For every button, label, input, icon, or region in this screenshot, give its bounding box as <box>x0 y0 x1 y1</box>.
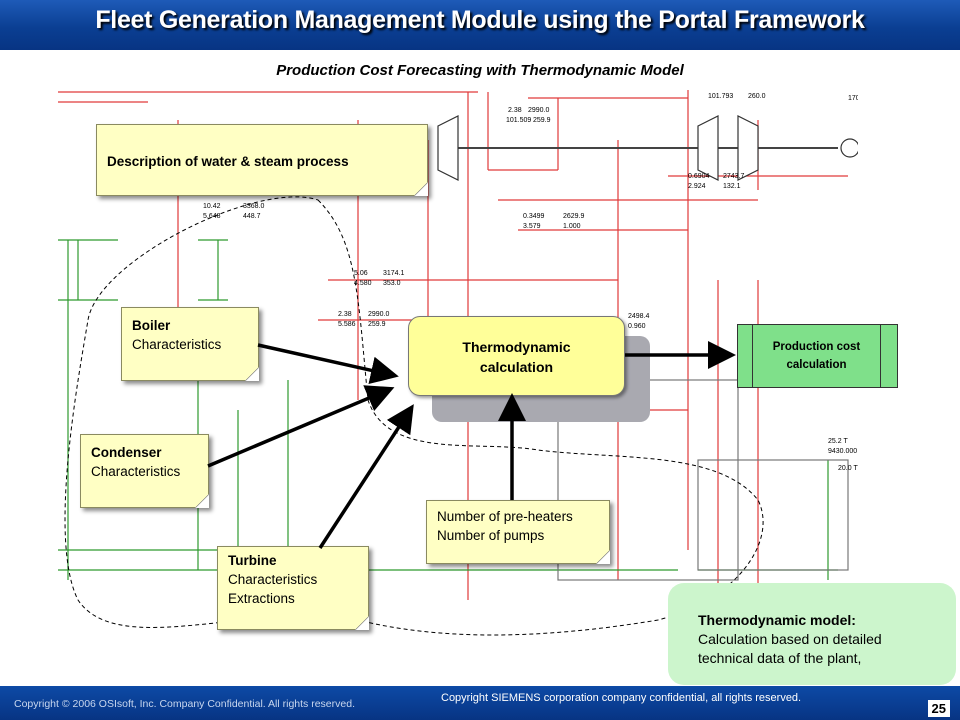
title-bar: Fleet Generation Management Module using… <box>0 0 960 50</box>
svg-text:2.38: 2.38 <box>338 311 352 318</box>
thermo-line1: Thermodynamic <box>462 339 571 355</box>
footer-bar: Copyright © 2006 OSIsoft, Inc. Company C… <box>0 686 960 720</box>
svg-text:3368.0: 3368.0 <box>243 203 265 210</box>
svg-text:259.9: 259.9 <box>533 117 551 124</box>
slide-title: Fleet Generation Management Module using… <box>95 6 865 34</box>
svg-text:132.1: 132.1 <box>723 183 741 190</box>
svg-text:260.0: 260.0 <box>748 93 766 100</box>
svg-text:101.793: 101.793 <box>708 93 733 100</box>
model-heading: Thermodynamic model: <box>698 612 856 628</box>
turbine-line2: Extractions <box>228 591 295 606</box>
water-steam-callout: Description of water & steam process <box>96 124 428 196</box>
boiler-text: Characteristics <box>132 337 222 352</box>
svg-text:3174.1: 3174.1 <box>383 270 405 277</box>
svg-text:0.960: 0.960 <box>628 323 646 330</box>
svg-text:170.620 MW: 170.620 MW <box>848 95 858 102</box>
svg-text:0.6904: 0.6904 <box>688 173 710 180</box>
svg-text:2990.0: 2990.0 <box>368 311 390 318</box>
prodcost-line1: Production cost <box>772 341 861 353</box>
svg-text:10.42: 10.42 <box>203 203 221 210</box>
svg-text:259.9: 259.9 <box>368 321 386 328</box>
svg-text:0.3499: 0.3499 <box>523 213 545 220</box>
condenser-text: Characteristics <box>91 464 181 479</box>
svg-text:3.579: 3.579 <box>523 223 541 230</box>
model-line2: technical data of the plant, <box>698 650 862 666</box>
footer-copyright-osisoft: Copyright © 2006 OSIsoft, Inc. Company C… <box>14 698 355 710</box>
svg-text:5.586: 5.586 <box>338 321 356 328</box>
slide-subtitle: Production Cost Forecasting with Thermod… <box>276 62 684 79</box>
svg-text:1.000: 1.000 <box>563 223 581 230</box>
turbine-line1: Characteristics <box>228 572 318 587</box>
svg-text:448.7: 448.7 <box>243 213 261 220</box>
svg-text:2629.9: 2629.9 <box>563 213 585 220</box>
footer-copyright-siemens: Copyright SIEMENS corporation company co… <box>441 692 802 704</box>
svg-text:25.2 T: 25.2 T <box>828 438 848 445</box>
turbine-callout: Turbine Characteristics Extractions <box>217 546 369 630</box>
turbine-arrow <box>318 404 414 549</box>
turbine-title: Turbine <box>228 553 277 568</box>
svg-text:2498.4: 2498.4 <box>628 313 650 320</box>
svg-text:2743.7: 2743.7 <box>723 173 745 180</box>
condenser-arrow <box>207 385 395 468</box>
preheaters-text: Number of pre-heaters <box>437 509 573 524</box>
svg-text:5.648: 5.648 <box>203 213 221 220</box>
svg-text:2.38: 2.38 <box>508 107 522 114</box>
prodcost-line2: calculation <box>786 359 847 371</box>
svg-text:353.0: 353.0 <box>383 280 401 287</box>
svg-text:4.580: 4.580 <box>354 280 372 287</box>
production-cost-inner: Production cost calculation <box>752 325 881 387</box>
svg-text:2.924: 2.924 <box>688 183 706 190</box>
boiler-callout: Boiler Characteristics <box>121 307 259 381</box>
preheaters-callout: Number of pre-heaters Number of pumps <box>426 500 610 564</box>
svg-text:2990.0: 2990.0 <box>528 107 550 114</box>
svg-text:101.509: 101.509 <box>506 117 531 124</box>
pumps-text: Number of pumps <box>437 528 545 543</box>
svg-text:20.0 T: 20.0 T <box>838 465 858 472</box>
svg-text:5.06: 5.06 <box>354 270 368 277</box>
condenser-title: Condenser <box>91 445 162 460</box>
production-cost-box: Production cost calculation <box>737 324 898 388</box>
water-steam-label: Description of water & steam process <box>107 154 349 169</box>
page-number: 25 <box>927 700 950 717</box>
boiler-arrow <box>257 343 399 385</box>
thermo-line2: calculation <box>479 359 554 375</box>
svg-text:9430.000 M: 9430.000 M <box>828 448 858 455</box>
condenser-callout: Condenser Characteristics <box>80 434 209 508</box>
model-line1: Calculation based on detailed <box>698 631 882 647</box>
boiler-title: Boiler <box>132 318 171 333</box>
thermodynamic-model-note: Thermodynamic model: Calculation based o… <box>668 583 956 685</box>
